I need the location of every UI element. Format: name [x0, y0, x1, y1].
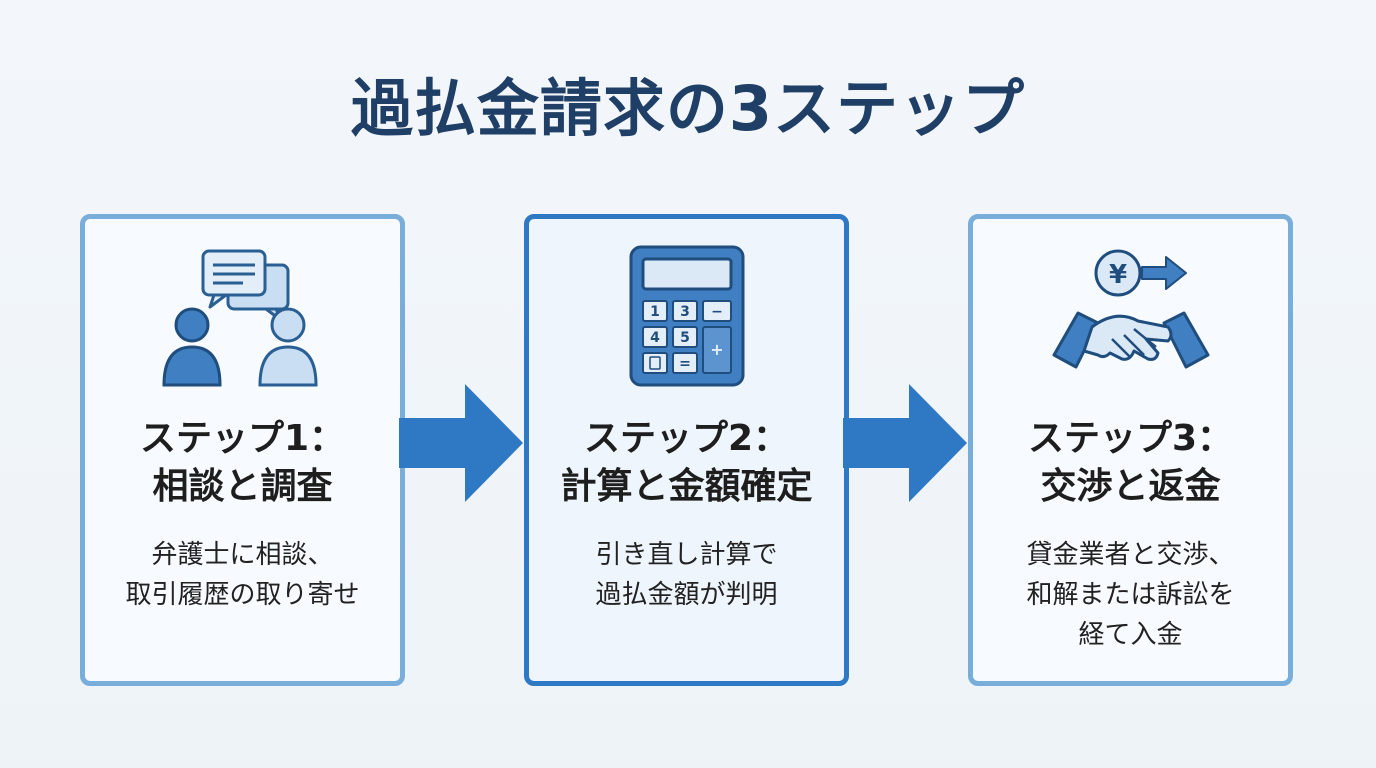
desc-line: 取引履歴の取り寄せ	[125, 580, 360, 610]
step-title-line2: 相談と調査	[152, 466, 333, 507]
right-arrow-icon	[399, 378, 529, 508]
calculator-icon: 1 3 − 4 5 + =	[627, 243, 747, 393]
calc-key: −	[711, 304, 723, 320]
desc-line: 過払金額が判明	[595, 580, 778, 610]
step-card-3: ¥ ステップ3： 交渉と返金 貸金業者と交渉、 和解または訴訟を 経て入金	[968, 214, 1293, 686]
step-title: ステップ1： 相談と調査	[85, 415, 400, 511]
desc-line: 引き直し計算で	[595, 540, 778, 570]
step-title-line1: ステップ2：	[583, 418, 790, 459]
desc-line: 経て入金	[1078, 620, 1183, 650]
step-description: 弁護士に相談、 取引履歴の取り寄せ	[85, 535, 400, 615]
yen-symbol: ¥	[1108, 260, 1126, 290]
step-title: ステップ2： 計算と金額確定	[529, 415, 844, 511]
yen-handshake-icon: ¥	[1046, 243, 1216, 397]
chat-people-icon	[158, 243, 328, 397]
step-card-1: ステップ1： 相談と調査 弁護士に相談、 取引履歴の取り寄せ	[80, 214, 405, 686]
desc-line: 弁護士に相談、	[151, 540, 334, 570]
step-title: ステップ3： 交渉と返金	[973, 415, 1288, 511]
page-title: 過払金請求の3ステップ	[350, 72, 1026, 145]
calc-key: 3	[680, 304, 690, 320]
step-title-line2: 交渉と返金	[1040, 466, 1221, 507]
step-title-line1: ステップ3：	[1027, 418, 1234, 459]
step-description: 引き直し計算で 過払金額が判明	[529, 535, 844, 615]
step-title-line2: 計算と金額確定	[560, 466, 813, 507]
step-card-2: 1 3 − 4 5 + = ステップ2： 計算と金額確定 引き直し計算で 過払金…	[524, 214, 849, 686]
calc-key: 1	[650, 304, 660, 320]
right-arrow-icon	[843, 378, 973, 508]
desc-line: 和解または訴訟を	[1026, 580, 1235, 610]
calc-key: 4	[650, 330, 660, 346]
desc-line: 貸金業者と交渉、	[1026, 540, 1235, 570]
step-description: 貸金業者と交渉、 和解または訴訟を 経て入金	[973, 535, 1288, 655]
calc-key: =	[679, 356, 691, 372]
calc-key: +	[710, 340, 723, 359]
calc-key: 5	[680, 330, 690, 346]
step-title-line1: ステップ1：	[139, 418, 346, 459]
